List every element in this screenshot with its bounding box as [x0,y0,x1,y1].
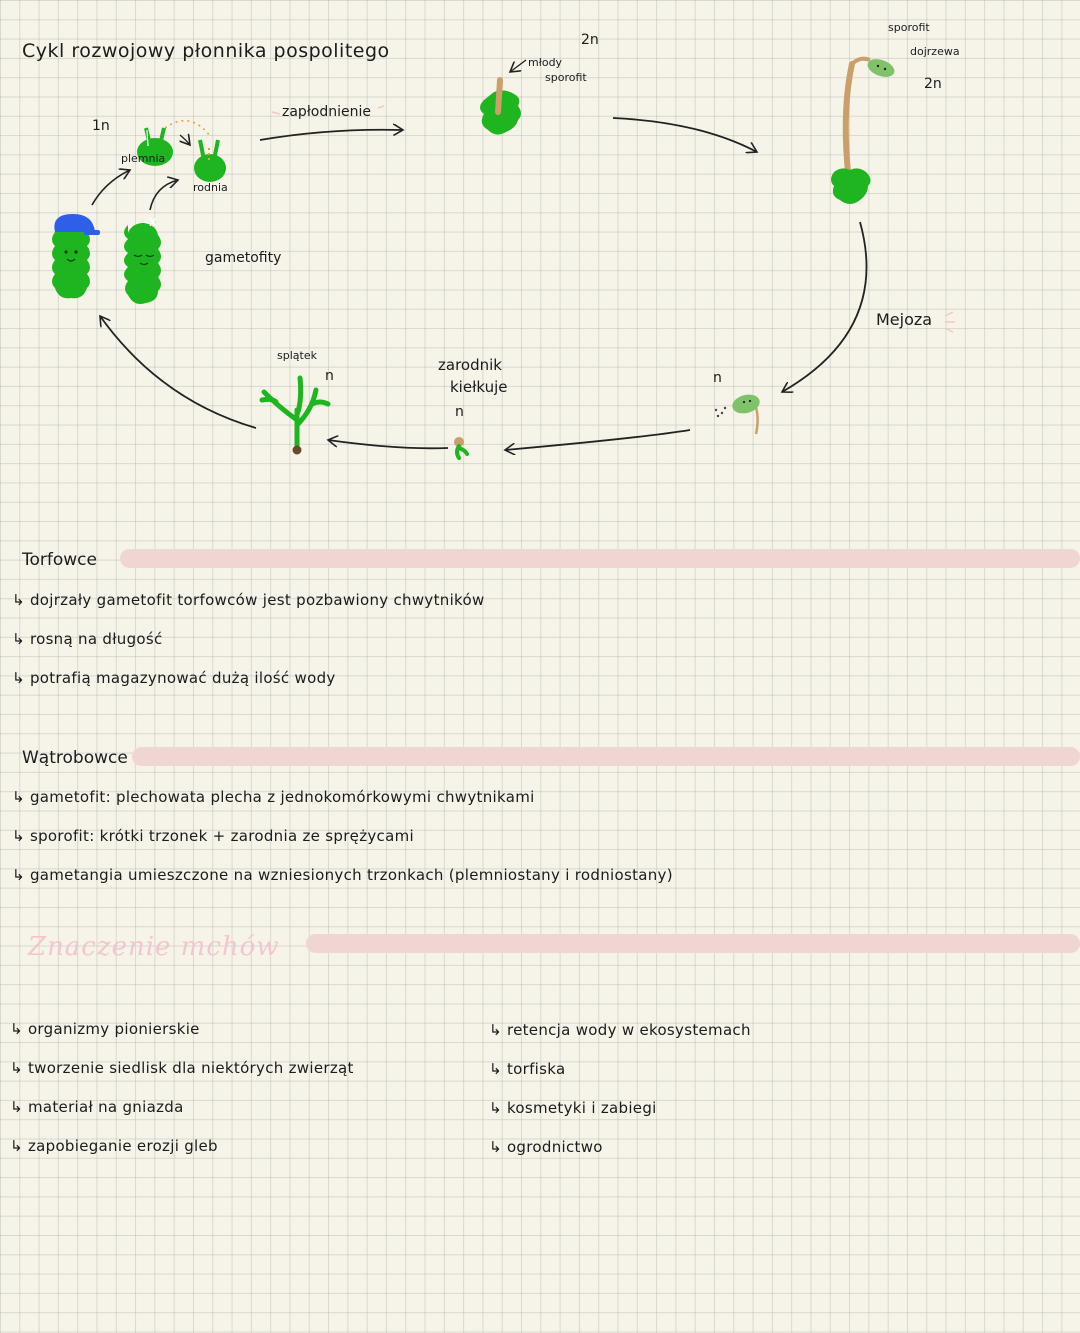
highlight-watrobowce [132,747,1080,766]
life-cycle-diagram [52,56,955,460]
torfowce-item: ↳ potrafią magazynować dużą ilość wody [12,669,336,687]
bullet-arrow-icon: ↳ [10,1059,23,1077]
bullet-arrow-icon: ↳ [12,827,25,845]
label-n-zarodnik: n [455,404,464,420]
bullet-arrow-icon: ↳ [12,866,25,884]
znaczenie-right-item: ↳ torfiska [489,1060,566,1078]
label-plemnia: plemnia [121,152,166,165]
bullet-arrow-icon: ↳ [12,669,25,687]
label-2n-right: 2n [924,76,942,92]
label-kielkuje: kiełkuje [450,378,508,396]
bullet-arrow-icon: ↳ [489,1138,502,1156]
label-mlody: młody [528,56,563,69]
torfowce-item: ↳ rosną na długość [12,630,163,648]
bullet-arrow-icon: ↳ [12,630,25,648]
torfowce-item: ↳ dojrzały gametofit torfowców jest pozb… [12,591,485,609]
arrow-young-to-mature [612,117,757,152]
znaczenie-right-item: ↳ ogrodnictwo [489,1138,603,1156]
label-mejoza: Mejoza [876,310,933,329]
znaczenie-left-item: ↳ organizmy pionierskie [10,1020,200,1038]
bullet-arrow-icon: ↳ [10,1098,23,1116]
bullet-arrow-icon: ↳ [489,1021,502,1039]
arrow-to-antheridia [91,170,130,206]
label-dojrzewa: dojrzewa [910,45,960,58]
label-splatek: splątek [277,349,317,362]
young-sporophyte [480,77,521,135]
antheridia-plant [137,127,173,166]
znaczenie-right-item: ↳ kosmetyki i zabiegi [489,1099,657,1117]
znaczenie-left-item: ↳ tworzenie siedlisk dla niektórych zwie… [10,1059,354,1077]
heading-watrobowce: Wątrobowce [22,748,128,768]
label-n-spore: n [713,370,722,386]
label-1n: 1n [92,118,110,134]
highlight-znaczenie [306,934,1080,953]
label-n-splatek: n [325,368,334,384]
arrow-germ-to-protonema [328,440,449,450]
highlight-torfowce [120,549,1080,568]
znaczenie-right-item: ↳ retencja wody w ekosystemach [489,1021,751,1039]
label-zarodnik: zarodnik [438,356,502,374]
arrow-fertilization [259,130,403,141]
label-rodnia: rodnia [193,181,228,194]
arrow-to-archegonia [149,180,178,211]
heading-torfowce: Torfowce [22,550,97,570]
label-sporofit-young: sporofit [545,71,587,84]
arrow-meiosis [782,221,868,392]
arrow-protonema-to-gametophytes [100,316,257,429]
bullet-arrow-icon: ↳ [10,1020,23,1038]
arrow-spore-to-germ [505,429,691,450]
gametophyte-male [52,214,100,299]
watrobowce-item: ↳ gametofit: plechowata plecha z jednoko… [12,788,535,806]
protonema [259,375,331,451]
label-gametofity: gametofity [205,250,282,266]
sperm-path [164,119,211,137]
mature-sporophyte [831,56,895,204]
gametophyte-female [124,217,161,304]
arrow-sperm-small [180,135,190,145]
watrobowce-item: ↳ gametangia umieszczone na wzniesionych… [12,866,673,884]
label-sporofit-mature: sporofit [888,21,930,34]
arrow-young-sporophyte [510,59,527,72]
title: Cykl rozwojowy płonnika pospolitego [22,40,390,62]
bullet-arrow-icon: ↳ [12,788,25,806]
bullet-arrow-icon: ↳ [12,591,25,609]
spore-capsule [714,394,760,435]
bullet-arrow-icon: ↳ [489,1099,502,1117]
label-2n-top: 2n [581,32,599,48]
heading-znaczenie: Znaczenie mchów [28,932,280,962]
bullet-arrow-icon: ↳ [10,1137,23,1155]
watrobowce-item: ↳ sporofit: krótki trzonek + zarodnia ze… [12,827,414,845]
bullet-arrow-icon: ↳ [489,1060,502,1078]
znaczenie-left-item: ↳ materiał na gniazda [10,1098,184,1116]
germinating-spore [454,437,469,460]
label-zaplodnienie: zapłodnienie [282,104,371,120]
archegonia-plant [194,139,226,182]
znaczenie-left-item: ↳ zapobieganie erozji gleb [10,1137,218,1155]
